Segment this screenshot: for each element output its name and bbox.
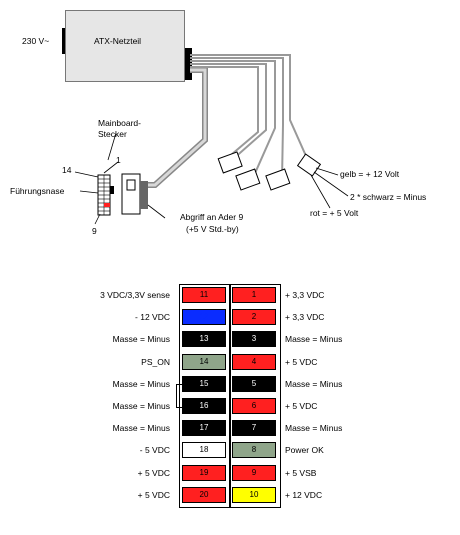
pin-cell-right: 4 — [232, 353, 276, 370]
atx-wiring-diagram: ATX-Netzteil 230 V~ Mainboard- Stecker 1… — [0, 0, 460, 260]
pin-left-label: 3 VDC/3,3V sense — [100, 290, 170, 300]
ground-bracket — [176, 383, 183, 408]
pin-cell-left: 13 — [182, 331, 226, 348]
red-wire-label: rot = + 5 Volt — [310, 208, 359, 218]
pin-left-label: PS_ON — [141, 356, 170, 367]
pin9-label: 9 — [92, 226, 97, 236]
pin-right-label: + 12 VDC — [285, 489, 323, 500]
pin-left-label: Masse = Minus — [112, 423, 170, 434]
pin-cell-right: 3 — [232, 331, 276, 348]
mainboard-label-line1: Mainboard- — [98, 118, 141, 128]
plug-side-view-icon — [121, 173, 166, 219]
black-wire-label: 2 * schwarz = Minus — [350, 192, 427, 202]
pin-left-label: + 5 VDC — [137, 489, 170, 500]
pin-cell-left: 15 — [182, 375, 226, 392]
pin-right-label: Masse = Minus — [285, 378, 343, 389]
pin1-label: 1 — [116, 155, 121, 165]
pin-cell-left: 20 — [182, 486, 226, 503]
pin-cell-right: 2 — [232, 309, 276, 326]
pin-left-label: - 12 VDC — [135, 312, 170, 323]
mainboard-label-line2: Stecker — [98, 129, 127, 139]
pin14-label: 14 — [62, 165, 72, 175]
tap-label-line2: (+5 V Std.-by) — [186, 224, 239, 234]
guide-nose-label: Führungsnase — [10, 186, 65, 196]
yellow-wire-label: gelb = + 12 Volt — [340, 169, 400, 179]
pin-left-label: Masse = Minus — [112, 334, 170, 345]
pin-cell-right: 5 — [232, 375, 276, 392]
tap-label-line1: Abgriff an Ader 9 — [180, 212, 244, 222]
pin-right-label: + 5 VSB — [285, 467, 317, 478]
pin-right-label: Masse = Minus — [285, 423, 343, 434]
pin-right-label: + 5 VDC — [285, 401, 318, 411]
pin-cell-right: 8 — [232, 442, 276, 459]
pin-cell-left: 19 — [182, 464, 226, 481]
pin-left-label: Masse = Minus — [112, 378, 170, 389]
pin-cell-right: 10 — [232, 486, 276, 503]
molex-cables — [190, 54, 311, 181]
pin-column-right-frame — [229, 284, 281, 508]
pin-left-label: - 5 VDC — [139, 445, 170, 456]
wiring-drawing — [62, 28, 349, 225]
pin-right-label: + 5 VDC — [285, 356, 318, 367]
psu-output-connector-icon — [183, 48, 192, 80]
pin-cell-left: 12 — [182, 309, 226, 326]
pin-cell-right: 1 — [232, 287, 276, 303]
pin-cell-left: 14 — [182, 353, 226, 370]
psu-title: ATX-Netzteil — [94, 36, 142, 46]
pin-cell-right: 6 — [232, 398, 276, 414]
pin-cell-left: 11 — [182, 287, 226, 303]
molex-plug-icons — [217, 151, 322, 191]
pin-cell-left: 16 — [182, 398, 226, 414]
pin-left-label: Masse = Minus — [112, 401, 170, 411]
pin-cell-left: 17 — [182, 420, 226, 437]
pin-right-label: + 3,3 VDC — [285, 312, 325, 323]
pin-cell-left: 18 — [182, 442, 226, 459]
mainboard-connector-icon — [97, 174, 114, 216]
pin-left-label: + 5 VDC — [137, 467, 170, 478]
pin-column-left-frame — [179, 284, 231, 508]
psu-box: ATX-Netzteil — [65, 10, 185, 82]
mains-label: 230 V~ — [22, 36, 50, 46]
pin-cell-right: 7 — [232, 420, 276, 437]
pin-right-label: + 3,3 VDC — [285, 290, 325, 300]
pin-cell-right: 9 — [232, 464, 276, 481]
pin-right-label: Power OK — [285, 445, 324, 456]
pin-right-label: Masse = Minus — [285, 334, 343, 345]
